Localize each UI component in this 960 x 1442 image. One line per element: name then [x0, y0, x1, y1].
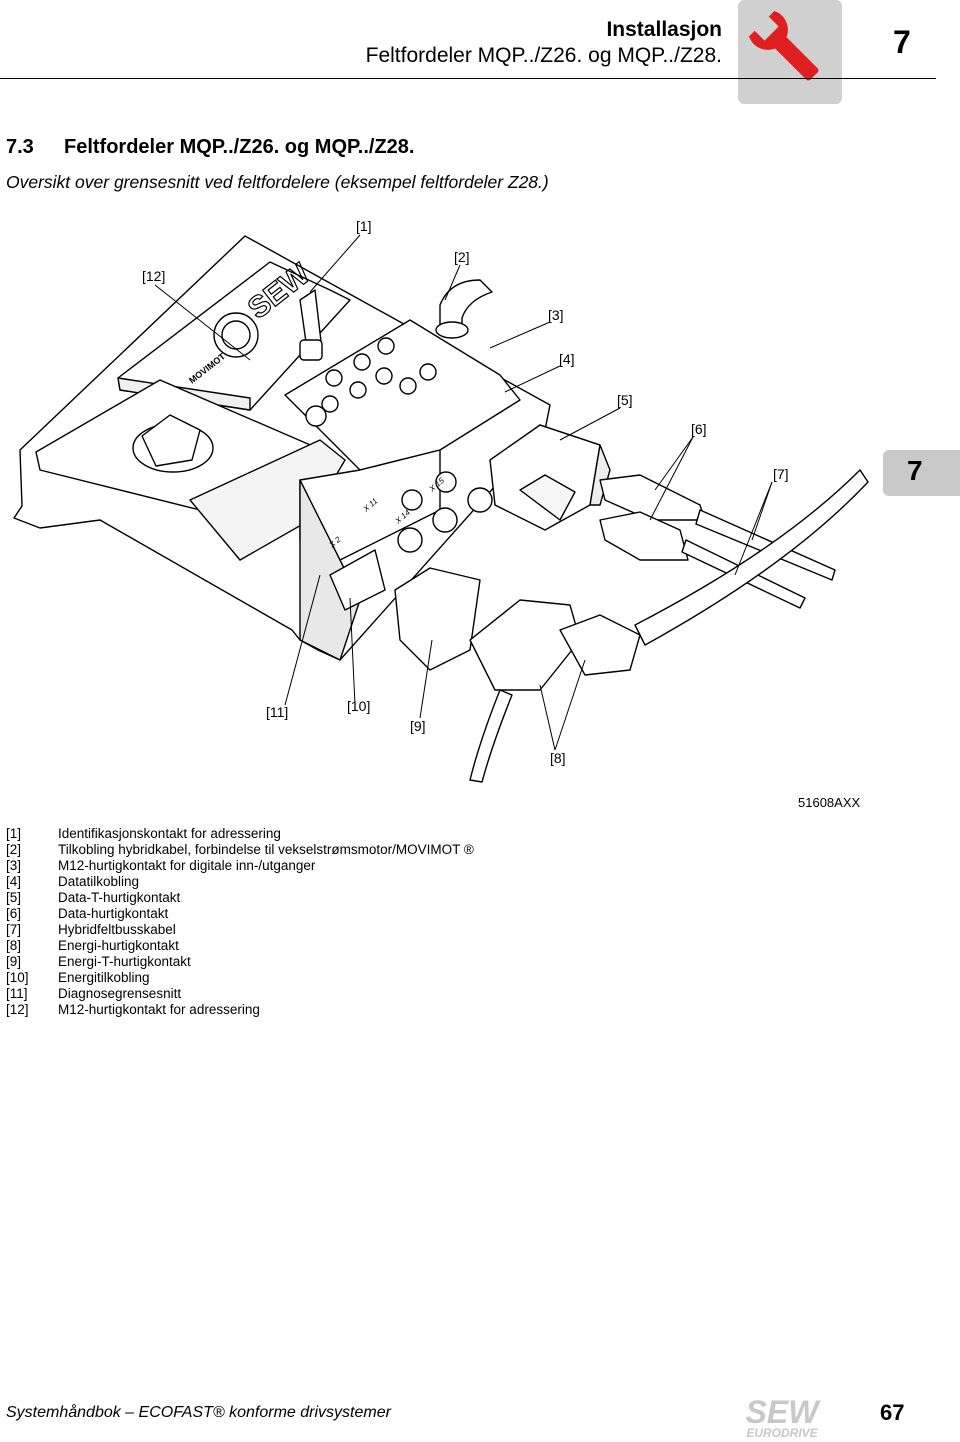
- figure-id: 51608AXX: [798, 795, 861, 810]
- logo-sub-text: EURODRIVE: [746, 1426, 818, 1440]
- legend-ref: [9]: [6, 954, 22, 969]
- sew-eurodrive-logo: SEW EURODRIVE: [746, 1394, 822, 1440]
- callout-3: [3]: [548, 307, 564, 323]
- field-distributor-illustration: SEW MOVIMOT X 11 X 14 X 15 X 2: [13, 234, 869, 783]
- callout-5: [5]: [617, 392, 633, 408]
- section-title: Feltfordeler MQP../Z26. og MQP../Z28.: [64, 136, 415, 158]
- legend-row: [10] Energitilkobling: [6, 970, 606, 986]
- legend-row: [4] Datatilkobling: [6, 874, 606, 890]
- legend-ref: [3]: [6, 858, 22, 873]
- chapter-side-tab: 7: [883, 450, 960, 496]
- callout-8: [8]: [550, 750, 566, 766]
- header-divider: [0, 78, 936, 79]
- legend-text: Energi-T-hurtigkontakt: [58, 954, 191, 969]
- legend-text: M12-hurtigkontakt for adressering: [58, 1002, 260, 1017]
- legend-row: [3] M12-hurtigkontakt for digitale inn-/u…: [6, 858, 606, 874]
- legend-row: [9] Energi-T-hurtigkontakt: [6, 954, 606, 970]
- legend-row: [12] M12-hurtigkontakt for adressering: [6, 1002, 606, 1018]
- legend-text: Tilkobling hybridkabel, forbindelse til …: [58, 842, 474, 857]
- legend-row: [8] Energi-hurtigkontakt: [6, 938, 606, 954]
- legend-text: Datatilkobling: [58, 874, 140, 889]
- page-number: 67: [880, 1400, 905, 1425]
- callout-4: [4]: [559, 351, 575, 367]
- callout-10: [10]: [347, 698, 371, 714]
- legend-text: Data-hurtigkontakt: [58, 906, 169, 921]
- legend-text: M12-hurtigkontakt for digitale inn-/utga…: [58, 858, 316, 873]
- section-heading: 7.3 Feltfordeler MQP../Z26. og MQP../Z28.: [6, 136, 414, 159]
- chapter-number: 7: [893, 24, 911, 60]
- legend: [1] Identifikasjonskontakt for adresserin…: [6, 826, 606, 1018]
- legend-ref: [8]: [6, 938, 22, 953]
- callout-2: [2]: [454, 249, 470, 265]
- legend-row: [11] Diagnosegrensesnitt: [6, 986, 606, 1002]
- section-subtitle: Oversikt over grensesnitt ved feltfordel…: [6, 172, 549, 192]
- legend-row: [5] Data-T-hurtigkontakt: [6, 890, 606, 906]
- legend-row: [2] Tilkobling hybridkabel, forbindelse t…: [6, 842, 606, 858]
- legend-row: [1] Identifikasjonskontakt for adresserin…: [6, 826, 606, 842]
- footer-manual-title: Systemhåndbok – ECOFAST® konforme drivsy…: [6, 1404, 391, 1421]
- legend-ref: [6]: [6, 906, 22, 921]
- legend-text: Energitilkobling: [58, 970, 150, 985]
- legend-ref: [7]: [6, 922, 22, 937]
- legend-text: Diagnosegrensesnitt: [58, 986, 182, 1001]
- legend-ref: [5]: [6, 890, 22, 905]
- callout-12: [12]: [142, 268, 166, 284]
- legend-row: [6] Data-hurtigkontakt: [6, 906, 606, 922]
- wrench-icon: [738, 0, 842, 104]
- callout-11: [11]: [266, 704, 289, 720]
- legend-ref: [11]: [6, 986, 28, 1001]
- logo-main-text: SEW: [746, 1394, 822, 1430]
- section-number: 7.3: [6, 136, 34, 158]
- legend-ref: [10]: [6, 970, 29, 985]
- legend-text: Identifikasjonskontakt for adressering: [58, 826, 281, 841]
- legend-ref: [12]: [6, 1002, 29, 1017]
- legend-text: Energi-hurtigkontakt: [58, 938, 179, 953]
- callout-1: [1]: [356, 218, 372, 234]
- legend-ref: [2]: [6, 842, 22, 857]
- side-tab-number: 7: [907, 455, 923, 486]
- callout-9: [9]: [410, 718, 426, 734]
- legend-row: [7] Hybridfeltbusskabel: [6, 922, 606, 938]
- legend-text: Hybridfeltbusskabel: [58, 922, 176, 937]
- legend-ref: [4]: [6, 874, 22, 889]
- callout-7: [7]: [773, 466, 789, 482]
- legend-text: Data-T-hurtigkontakt: [58, 890, 181, 905]
- header-title: Installasjon: [606, 18, 722, 41]
- legend-ref: [1]: [6, 826, 22, 841]
- header-subtitle: Feltfordeler MQP../Z26. og MQP../Z28.: [365, 44, 722, 67]
- callout-6: [6]: [691, 421, 707, 437]
